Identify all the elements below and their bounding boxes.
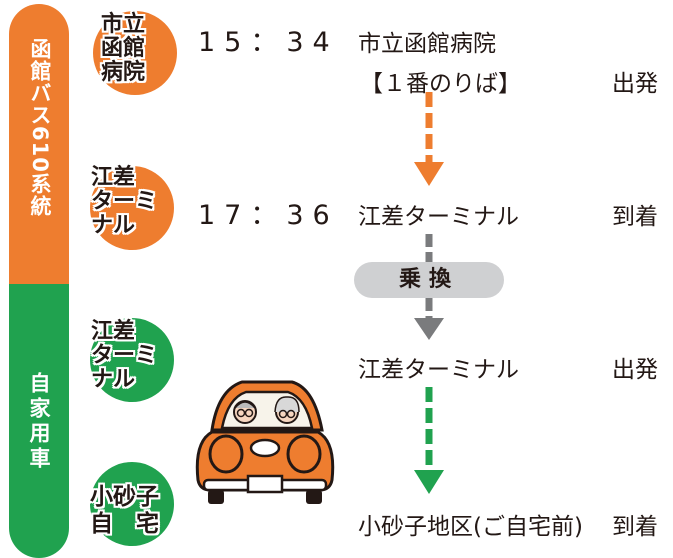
- stop-label-4: 小砂子 自 宅: [90, 484, 159, 537]
- status-2: 到着: [612, 204, 658, 230]
- stop-label-3: 江差 ターミ ナル: [91, 319, 158, 392]
- arrival-time: 17：36: [198, 200, 339, 231]
- status-3: 出発: [612, 357, 658, 383]
- stop-circle-1: [93, 11, 177, 95]
- stop-place-2: 江差ターミナル: [358, 204, 519, 230]
- stop-circle-2: [90, 166, 174, 250]
- stop-place-1: 市立函館病院: [358, 31, 496, 57]
- boarding-platform: 【１番のりば】: [360, 71, 521, 97]
- stop-circle-4: [90, 462, 174, 546]
- car-segment-bar: 自家用車: [9, 284, 69, 558]
- green-dashed-arrow: [414, 387, 444, 494]
- orange-dashed-arrow: [414, 92, 444, 186]
- stop-label-1: 市立 函館 病院: [101, 12, 146, 85]
- stop-place-4: 小砂子地区(ご自宅前): [358, 514, 583, 540]
- status-1: 出発: [612, 71, 658, 97]
- car-with-elderly-couple-icon: [195, 380, 335, 504]
- transfer-badge: 乗換: [354, 262, 504, 298]
- car-label: 自家用車: [27, 372, 51, 472]
- stop-label-2: 江差 ターミ ナル: [91, 165, 158, 238]
- bus-route-label: 函館バス610系統: [28, 38, 52, 217]
- stop-place-3: 江差ターミナル: [358, 357, 519, 383]
- status-4: 到着: [612, 514, 658, 540]
- gray-dashed-arrow: [414, 298, 444, 340]
- bus-segment-bar: 函館バス610系統: [9, 4, 69, 284]
- departure-time: 15：34: [198, 27, 339, 58]
- stop-circle-3: [90, 318, 174, 402]
